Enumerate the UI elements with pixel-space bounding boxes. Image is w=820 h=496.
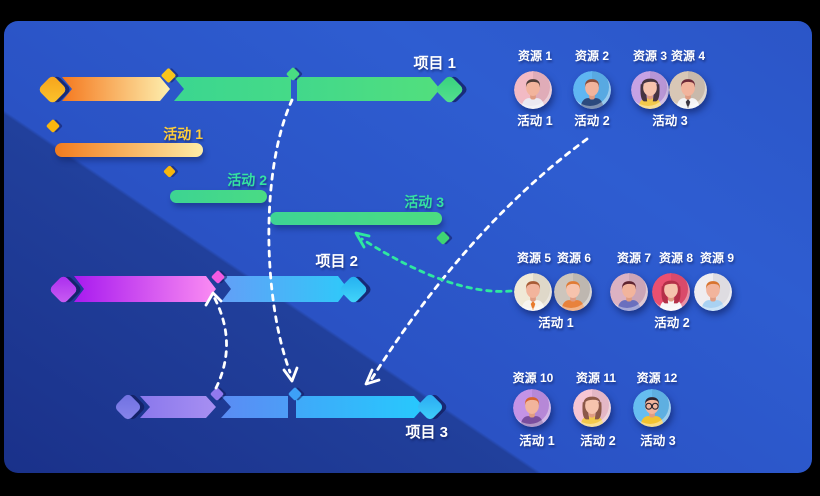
resource-name: 资源 9: [699, 251, 734, 265]
resource-activity-label: 活动 1: [517, 114, 553, 128]
resource-name: 资源 7: [616, 251, 651, 265]
activity-milestone-diamond: [435, 230, 451, 246]
person-avatar-icon: [610, 273, 648, 311]
resource-avatar: [513, 389, 551, 427]
project-label: 项目 3: [405, 424, 448, 441]
person-avatar-icon: [633, 389, 671, 427]
activity-label: 活动 3: [404, 194, 444, 210]
resource-avatar: [573, 389, 611, 427]
resource-name: 资源 2: [574, 49, 609, 63]
person-avatar-icon: [554, 273, 592, 311]
resource-avatar: [652, 273, 690, 311]
milestone-diamond: [48, 274, 78, 304]
project-bar-segment: [74, 276, 216, 302]
person-avatar-icon: [573, 71, 611, 109]
person-avatar-icon: [514, 273, 552, 311]
resource-name: 资源 10: [512, 371, 554, 385]
project-bar-segment: [297, 77, 440, 101]
resource-avatar: [573, 71, 611, 109]
project-bar-segment: [296, 396, 424, 418]
milestone-diamond: [434, 74, 464, 104]
project-bar-segment: [221, 396, 288, 418]
resource-avatar: [633, 389, 671, 427]
resource-activity-label: 活动 2: [654, 316, 690, 330]
activity-label: 活动 1: [163, 126, 203, 142]
person-avatar-icon: [694, 273, 732, 311]
activity-bar: [55, 143, 203, 157]
activity-milestone-diamond: [45, 118, 61, 134]
resource-activity-label: 活动 2: [580, 434, 616, 448]
resource-activity-label: 活动 1: [519, 434, 555, 448]
milestone-diamond: [209, 386, 225, 402]
project-label: 项目 2: [315, 253, 358, 270]
person-avatar-icon: [514, 71, 552, 109]
resource-name: 资源 11: [575, 371, 617, 385]
resource-avatar: [631, 71, 669, 109]
resource-activity-label: 活动 2: [574, 114, 610, 128]
resource-avatar: [694, 273, 732, 311]
resource-activity-label: 活动 3: [640, 434, 676, 448]
resource-avatar: [610, 273, 648, 311]
project-bar-segment: [221, 276, 348, 302]
milestone-diamond: [113, 392, 143, 422]
milestone-diamond: [415, 392, 445, 422]
project-bar-segment: [62, 77, 170, 101]
milestone-diamond: [338, 274, 368, 304]
resource-avatar: [514, 71, 552, 109]
person-avatar-icon: [513, 389, 551, 427]
resource-activity-label: 活动 3: [652, 114, 688, 128]
resource-name: 资源 12: [636, 371, 678, 385]
project-bar-segment: [174, 77, 291, 101]
resource-activity-label: 活动 1: [538, 316, 574, 330]
resource-name: 资源 1: [517, 49, 552, 63]
activity-label: 活动 2: [227, 172, 267, 188]
resource-avatar: [554, 273, 592, 311]
person-avatar-icon: [669, 71, 707, 109]
person-avatar-icon: [573, 389, 611, 427]
activity-milestone-diamond: [162, 164, 176, 178]
resource-name: 资源 8: [658, 251, 693, 265]
resource-avatar: [669, 71, 707, 109]
resource-name: 资源 3: [632, 49, 667, 63]
activity-bar: [170, 190, 267, 203]
person-avatar-icon: [631, 71, 669, 109]
person-avatar-icon: [652, 273, 690, 311]
milestone-diamond: [37, 74, 67, 104]
milestone-diamond: [210, 269, 226, 285]
project-bar-segment: [140, 396, 216, 418]
activity-bar: [270, 212, 442, 225]
project-label: 项目 1: [413, 55, 456, 72]
resource-avatar: [514, 273, 552, 311]
resource-name: 资源 4: [670, 49, 705, 63]
